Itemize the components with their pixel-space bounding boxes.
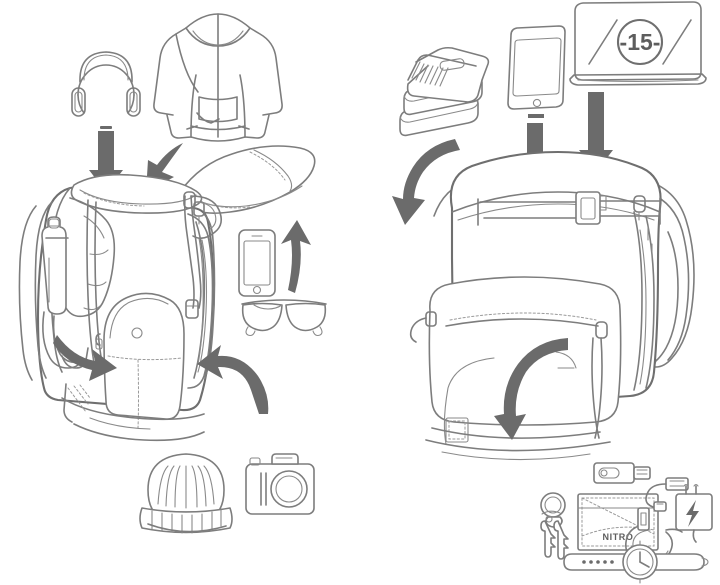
- arrow-camera-into-front-pocket: [197, 345, 269, 414]
- left-panel: [18, 13, 327, 534]
- laptop-size-label: -15-: [620, 29, 661, 55]
- laptop-icon: -15-: [569, 1, 707, 86]
- beanie-icon: [139, 453, 233, 534]
- backpack-left-front-pocket: [103, 292, 185, 429]
- laptop-compartment-slot: [477, 191, 661, 226]
- arrow-laptop-into-compartment: [579, 92, 613, 172]
- books-icon: [399, 46, 490, 137]
- backpack-right: [409, 150, 695, 461]
- usb-stick-icon: [593, 462, 651, 484]
- wristwatch-icon: [563, 540, 709, 584]
- arrow-bottle-into-side-pocket: [53, 335, 117, 381]
- smartphone-icon: [238, 229, 276, 297]
- arrow-phone-into-top-pocket: [281, 220, 311, 293]
- sunglasses-icon: [241, 299, 327, 337]
- backpack-right-side-zip: [633, 195, 655, 391]
- wallet-brand-label: NITRO: [603, 532, 634, 542]
- arrow-accessories-into-front-pocket: [494, 338, 568, 440]
- camera-icon: [245, 453, 315, 515]
- wall-charger-icon: [675, 483, 713, 543]
- hoodie-icon: [153, 13, 283, 142]
- backpack-left-zipper-cord: [183, 191, 223, 319]
- headphones-icon: [71, 51, 141, 129]
- tablet-icon: [507, 25, 566, 118]
- water-bottle-icon: [41, 216, 69, 315]
- backpack-left: [18, 145, 316, 442]
- keys-icon: [540, 492, 569, 560]
- arrow-books-into-compartment: [392, 139, 460, 225]
- right-panel: -15-: [392, 1, 713, 584]
